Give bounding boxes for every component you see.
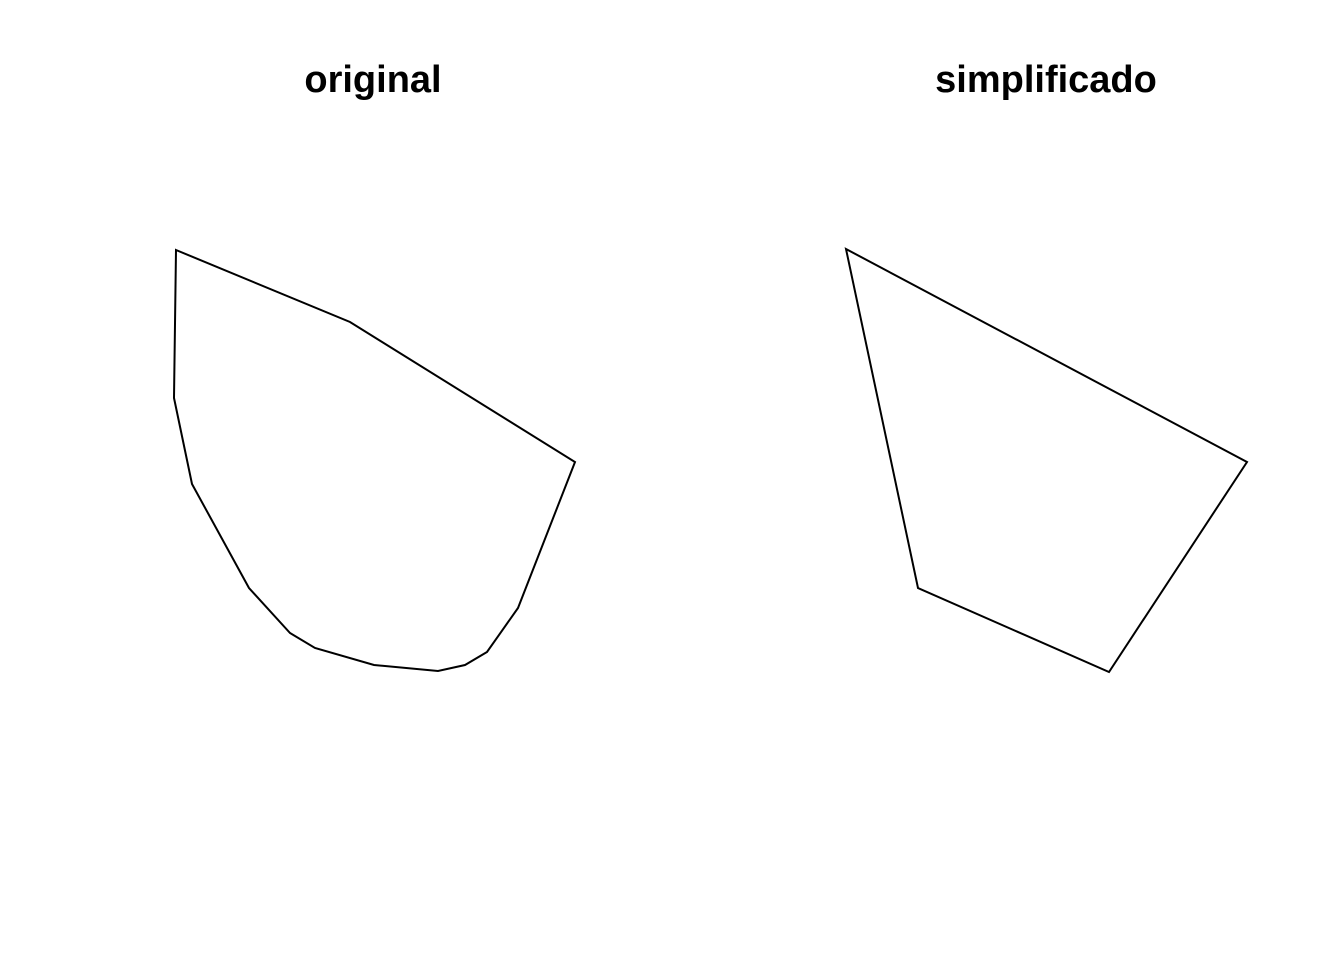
panel-title-simplificado: simplificado	[935, 59, 1157, 101]
original-polygon	[172, 248, 577, 673]
panel-title-original: original	[304, 59, 442, 101]
simplified-polygon	[844, 247, 1249, 674]
